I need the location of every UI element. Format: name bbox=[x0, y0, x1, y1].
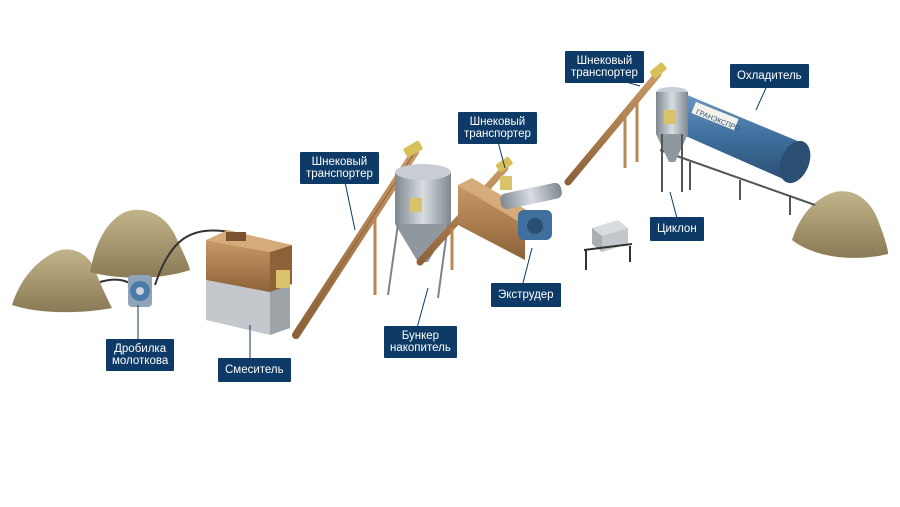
label-mixer: Смеситель bbox=[218, 358, 291, 382]
label-screw-conveyor-2: Шнековый транспортер bbox=[458, 112, 537, 144]
cyclone bbox=[656, 87, 688, 192]
cooler: ГРАНЭКСПРО bbox=[659, 92, 816, 215]
label-cyclone: Циклон bbox=[650, 217, 704, 241]
screw-conveyor-3 bbox=[564, 62, 667, 186]
extruder bbox=[458, 176, 562, 260]
label-storage-bunker: Бункер накопитель bbox=[384, 326, 457, 358]
mixer bbox=[206, 230, 292, 335]
raw-material-pile-middle bbox=[90, 209, 190, 278]
hammer-crusher bbox=[99, 229, 231, 307]
label-hammer-crusher: Дробилка молоткова bbox=[106, 339, 175, 371]
product-pile-right bbox=[792, 191, 888, 258]
label-cooler: Охладитель bbox=[730, 64, 809, 88]
storage-bunker bbox=[387, 164, 451, 299]
control-cabinet bbox=[583, 220, 633, 270]
label-screw-conveyor-1: Шнековый транспортер bbox=[300, 152, 379, 184]
label-extruder: Экструдер bbox=[491, 283, 561, 307]
raw-material-pile-left bbox=[12, 249, 112, 313]
label-screw-conveyor-3: Шнековый транспортер bbox=[565, 51, 644, 83]
